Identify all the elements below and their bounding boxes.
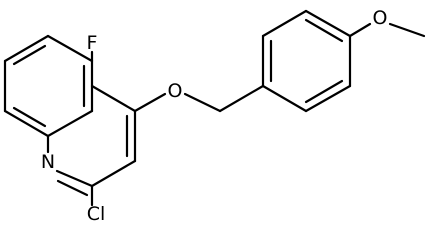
bond-c4-c4a: [90, 84, 137, 113]
bond-o-ch2: [183, 92, 222, 113]
bond-c6-c7: [3, 34, 50, 63]
bond-c6-c7-inner: [12, 44, 47, 66]
chlorine-label: Cl: [87, 203, 106, 225]
bond-c8a-c4a: [46, 109, 94, 138]
bond-ar6-ar1: [261, 84, 308, 113]
bond-ar5-ar6: [304, 84, 352, 113]
anisole-ring: [261, 9, 352, 113]
bond-c2-c3: [90, 159, 137, 188]
bond-c5-c6: [46, 34, 94, 63]
bond-ar4-o: [348, 22, 372, 38]
ring-oxygen-label: O: [168, 80, 183, 102]
methoxy-oxygen-label: O: [373, 7, 388, 29]
bond-ar3-ar4-inner: [304, 18, 344, 43]
fluorine-label: F: [87, 32, 98, 54]
bond-ar3-ar4: [304, 9, 352, 38]
bond-ar2-ar3: [261, 9, 308, 38]
bond-n-c2-inner: [56, 179, 89, 197]
bond-ar5-ar6-inner: [304, 79, 344, 104]
bond-n-c2: [55, 169, 94, 188]
benzo-ring: [3, 34, 94, 138]
bond-c4-o: [133, 92, 167, 113]
nitrogen-label: N: [41, 151, 55, 173]
bond-ch2-aryl: [218, 84, 265, 113]
bond-c8-c8a: [3, 109, 50, 138]
bond-o-ch3: [388, 22, 426, 38]
bond-c8-c8a-inner: [12, 106, 47, 128]
pyridine-ring: [46, 84, 137, 197]
